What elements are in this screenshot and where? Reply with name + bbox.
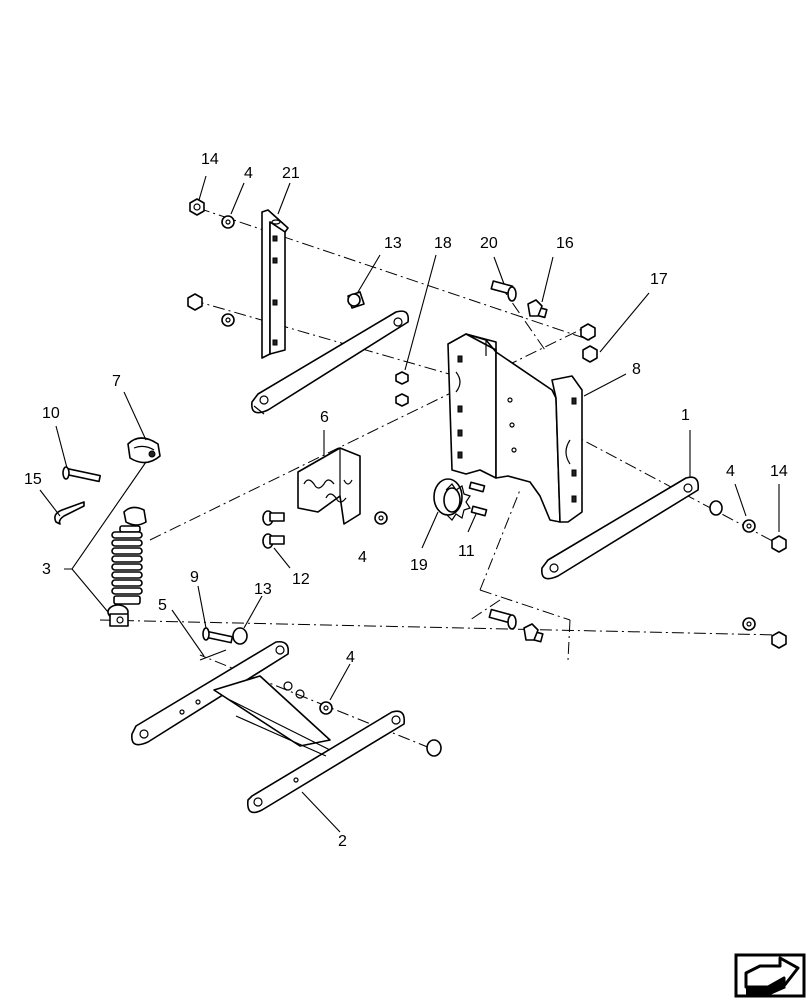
cotter-pin-15 [54,501,85,525]
callout-14: 14 [201,151,219,168]
callout-4: 4 [346,649,355,666]
nut-lower-left [187,293,203,311]
callout-13: 13 [254,581,272,598]
bolt-12 [262,510,285,549]
callout-16: 16 [556,235,574,252]
washer-4-top [221,215,235,229]
pin-lower [488,608,517,630]
callout-13: 13 [384,235,402,252]
callout-labels: 14 4 21 13 18 20 16 17 7 8 1 10 6 4 14 1… [24,151,788,850]
callout-10: 10 [42,405,60,422]
callout-4: 4 [244,165,253,182]
centerlines [99,207,781,749]
washer-right-lower [742,617,756,631]
next-page-arrow-icon[interactable] [734,953,806,998]
callout-20: 20 [480,235,498,252]
callout-11: 11 [458,543,475,560]
shock-absorber-3 [107,506,147,627]
callout-5: 5 [158,597,167,614]
gear-19 [433,478,471,521]
pin-10 [62,466,102,483]
callout-8: 8 [632,361,641,378]
nut-right-lower [771,631,787,649]
bolt-11 [468,481,488,517]
main-bracket-8 [447,333,583,523]
pin-5 [199,649,227,661]
callout-3: 3 [42,561,51,578]
pin-9 [202,627,234,644]
bushing-13-lower [232,627,248,645]
callout-4: 4 [726,463,735,480]
callout-4: 4 [358,549,367,566]
nut-17 [580,323,598,363]
nut-14-right [771,535,787,553]
lower-frame-2 [131,640,406,814]
callout-9: 9 [190,569,199,586]
bracket-6 [297,447,361,525]
callout-17: 17 [650,271,668,288]
callout-18: 18 [434,235,452,252]
bolt-16 [527,299,548,319]
callout-12: 12 [292,571,310,588]
nut-14-top [189,198,205,216]
washer-4-right [742,519,756,533]
nut-18 [395,371,409,407]
upper-link-bar [251,310,410,415]
callout-21: 21 [282,165,300,182]
right-link-bar-1 [541,476,700,580]
bushing-lower-right [426,739,442,757]
callout-6: 6 [320,409,329,426]
washer-4-mid [374,511,388,525]
knob-7 [127,437,161,464]
bushing-13-top [347,291,365,309]
bushing-right [709,500,723,516]
pin-20 [490,280,517,302]
washer-4-lower [319,701,333,715]
callout-14: 14 [770,463,788,480]
bolt-lower [523,623,544,643]
bracket-21 [261,209,289,359]
leader-lines [39,175,780,833]
washer-lower-left [221,313,235,327]
callout-15: 15 [24,471,42,488]
callout-1: 1 [681,407,690,424]
callout-2: 2 [338,833,347,850]
callout-19: 19 [410,557,428,574]
callout-7: 7 [112,373,121,390]
